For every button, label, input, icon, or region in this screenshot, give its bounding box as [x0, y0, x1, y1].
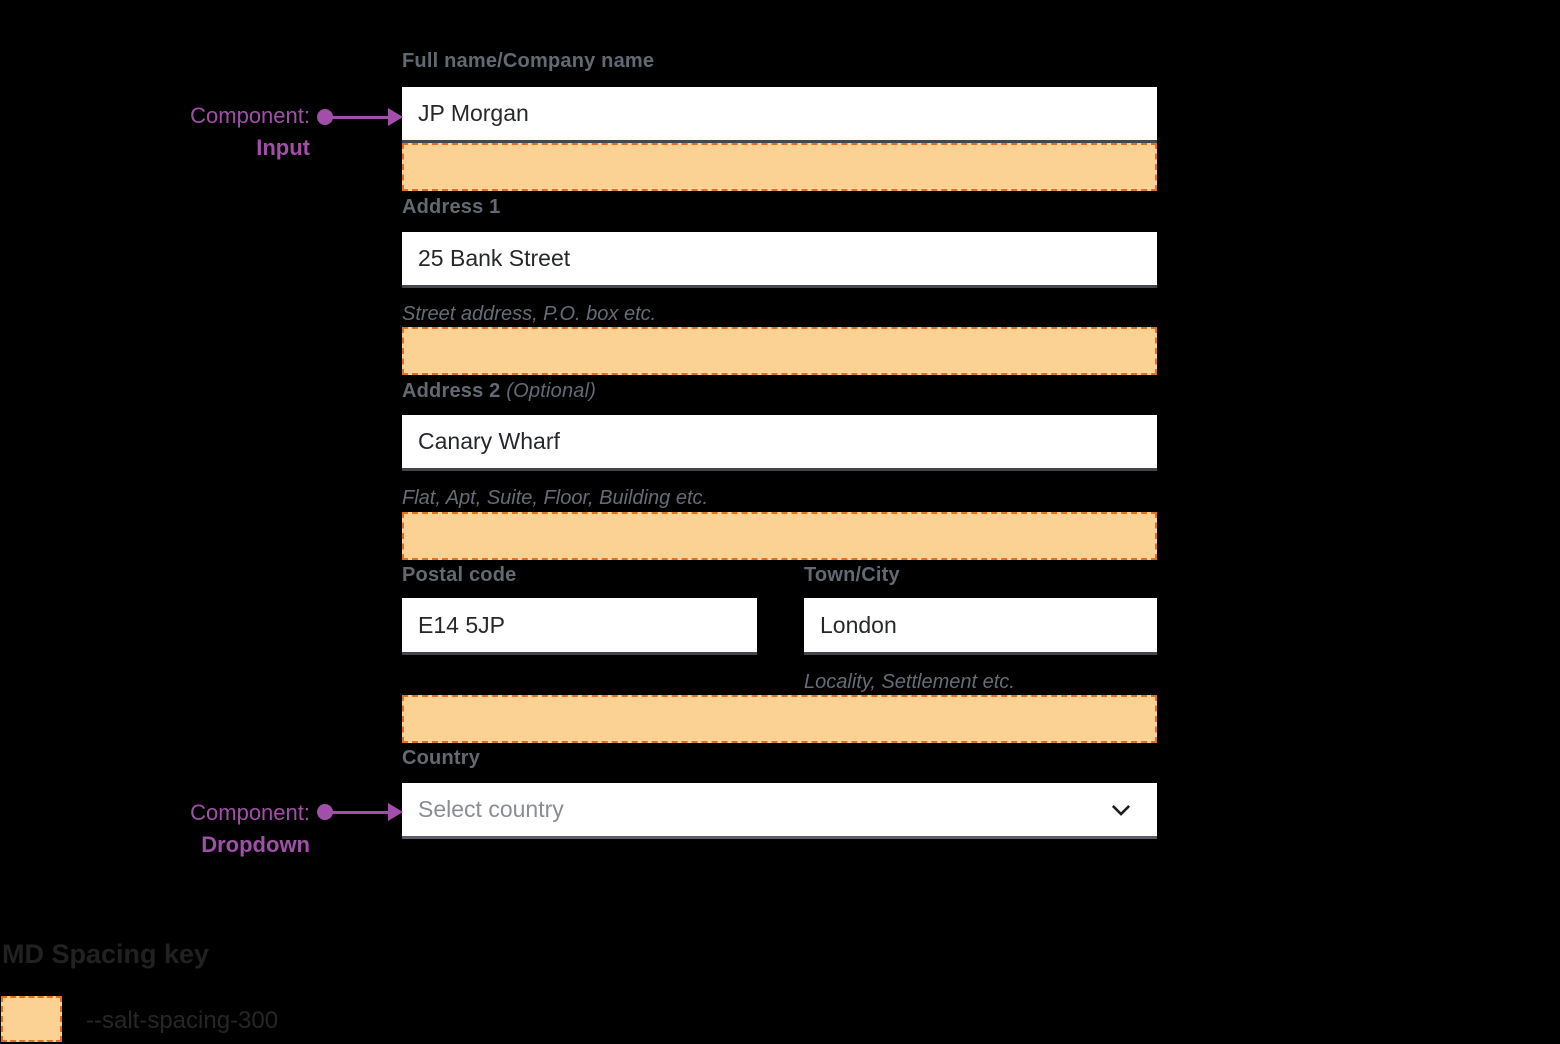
spacing-band: [402, 512, 1157, 560]
address1-input[interactable]: [402, 232, 1157, 288]
country-dropdown-placeholder: Select country: [418, 796, 564, 822]
address2-label-text: Address 2: [402, 380, 501, 402]
full-name-label: Full name/Company name: [402, 50, 655, 72]
spacing-band: [402, 327, 1157, 375]
postal-code-label: Postal code: [402, 564, 517, 586]
arrow-head: [388, 803, 403, 821]
address1-label: Address 1: [402, 196, 501, 218]
component-dropdown-annotation: Component: Dropdown: [175, 797, 310, 861]
full-name-input[interactable]: [402, 87, 1157, 143]
postal-code-input[interactable]: [402, 598, 757, 655]
annotation-component-name: Input: [256, 135, 310, 160]
country-dropdown[interactable]: Select country: [402, 783, 1157, 839]
spacing-band: [402, 695, 1157, 743]
town-city-label: Town/City: [804, 564, 900, 586]
address2-label: Address 2 (Optional): [402, 380, 596, 403]
annotation-prefix: Component:: [190, 103, 310, 128]
annotation-arrow: [317, 803, 403, 821]
spacing-key-swatch: [1, 996, 62, 1042]
address2-input[interactable]: [402, 415, 1157, 471]
arrow-line: [331, 115, 389, 119]
arrow-head: [388, 108, 403, 126]
component-input-annotation: Component: Input: [175, 100, 310, 164]
spacing-key-title: MD Spacing key: [2, 939, 210, 969]
annotation-arrow: [317, 108, 403, 126]
address2-helper-text: Flat, Apt, Suite, Floor, Building etc.: [402, 487, 709, 509]
address1-helper-text: Street address, P.O. box etc.: [402, 303, 657, 325]
country-label: Country: [402, 747, 481, 769]
spacing-band: [402, 143, 1157, 191]
town-city-input[interactable]: [804, 598, 1157, 655]
town-city-helper-text: Locality, Settlement etc.: [804, 671, 1015, 693]
spacing-token-label: --salt-spacing-300: [86, 1007, 279, 1034]
arrow-line: [331, 810, 389, 814]
annotation-prefix: Component:: [190, 800, 310, 825]
arrow-dot: [317, 109, 333, 125]
annotation-component-name: Dropdown: [201, 832, 310, 857]
address2-optional-text: (Optional): [506, 380, 597, 402]
chevron-down-icon: [1111, 804, 1131, 816]
arrow-dot: [317, 804, 333, 820]
